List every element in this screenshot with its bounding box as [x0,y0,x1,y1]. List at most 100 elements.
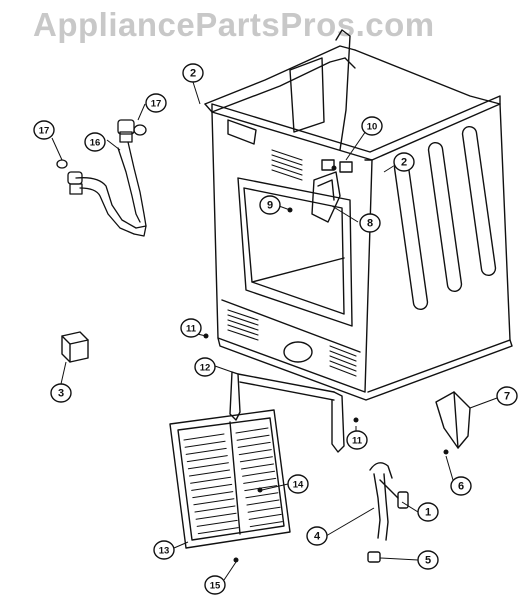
callout-1: 1 [417,502,439,522]
callout-circle [346,430,368,450]
callout-6: 6 [450,476,472,496]
callout-5: 5 [417,550,439,570]
grille-slot [248,513,282,520]
clamp [367,551,381,563]
callout-label: 16 [90,138,101,149]
drain-hose-guide [311,159,353,223]
grille-slot [193,498,235,506]
callout-7: 7 [496,386,518,406]
callout-label: 14 [293,480,304,491]
grille-slot [191,483,233,491]
callout-11: 11 [346,430,368,450]
callout-label: 10 [367,122,378,133]
callout-label: 17 [39,126,50,137]
grille-slot [239,456,273,463]
grille-slot [247,506,281,513]
callout-circle [359,213,381,233]
base-frame [229,371,345,453]
callout-11: 11 [180,318,202,338]
callout-2: 2 [393,152,415,172]
grille-slot [185,447,227,455]
drain-hose [369,462,409,541]
callout-3: 3 [50,383,72,403]
grille-slot [190,476,232,484]
callout-label: 3 [58,388,64,400]
callout-14: 14 [287,474,309,494]
callout-circle [153,540,175,560]
hose-bracket [435,391,471,449]
callout-label: 4 [314,531,321,543]
callout-13: 13 [153,540,175,560]
grille-slot [237,441,271,448]
callout-17: 17 [145,93,167,113]
callout-circle [180,318,202,338]
grille-slot [236,434,270,441]
callout-2: 2 [182,63,204,83]
callout-circle [194,357,216,377]
callout-label: 7 [504,391,510,403]
callout-label: 11 [186,324,197,335]
callout-label: 6 [458,481,464,493]
callout-16: 16 [84,132,106,152]
callout-label: 2 [190,68,196,80]
grille-slot [241,463,274,470]
grille-slot [197,527,239,535]
callout-17: 17 [33,120,55,140]
grille-slot [186,455,228,463]
callout-circle [496,386,518,406]
front-panel-grille [183,427,283,535]
callout-12: 12 [194,357,216,377]
cabinet-vents [227,149,357,377]
callout-label: 11 [352,436,363,447]
callout-circle [33,120,55,140]
leader-lines [51,81,498,581]
callout-circle [417,550,439,570]
cabinet [204,29,513,401]
callout-label: 9 [267,200,273,212]
callout-label: 12 [200,363,211,374]
grille-slot [183,433,225,441]
callout-label: 15 [210,581,221,592]
callout-circle [306,526,328,546]
callout-label: 17 [151,99,162,110]
grille-slot [243,477,277,484]
callout-label: 2 [401,157,407,169]
callout-circle [145,93,167,113]
callout-circle [50,383,72,403]
callout-label: 8 [367,218,373,230]
callout-label: 5 [425,555,431,567]
terminal-block [61,331,89,363]
grille-slot [195,512,237,520]
grille-slot [187,462,229,470]
callout-circle [204,575,226,595]
screws [203,165,449,563]
grille-slot [189,469,230,477]
inlet-hoses [56,119,147,237]
callout-circle [287,474,309,494]
grille-slot [249,521,283,528]
callout-15: 15 [204,575,226,595]
grille-slot [242,470,276,477]
callout-10: 10 [361,116,383,136]
grille-slot [245,492,279,499]
callout-circle [259,195,281,215]
grille-slot [238,449,272,456]
callout-circle [361,116,383,136]
callout-circle [84,132,106,152]
callout-circle [393,152,415,172]
watermark: AppliancePartsPros.com [33,6,435,43]
grille-slot [196,519,238,527]
grille-slot [246,499,280,506]
callout-circle [450,476,472,496]
callout-label: 13 [159,546,170,557]
callout-8: 8 [359,213,381,233]
grille-slot [235,427,269,434]
callout-circle [182,63,204,83]
callout-circle [417,502,439,522]
grille-slot [192,491,234,499]
grille-slot [184,440,226,448]
front-panel [169,409,291,549]
